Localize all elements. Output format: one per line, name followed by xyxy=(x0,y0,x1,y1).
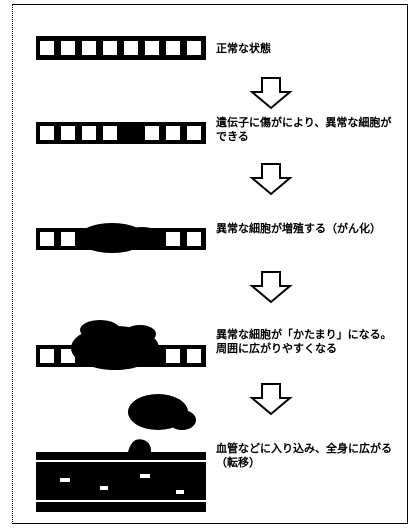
arrow-down-1 xyxy=(249,77,293,110)
stage-2-cells xyxy=(36,122,206,144)
stage-1-cells xyxy=(36,36,206,60)
stage-5-label: 血管などに入り込み、全身に広がる（転移） xyxy=(216,442,392,469)
cell-row-abnormal xyxy=(36,122,206,144)
arrow-down-2 xyxy=(249,163,293,196)
arrow-down-3 xyxy=(249,271,293,304)
stage-4-cells xyxy=(36,320,206,370)
stage-1-label: 正常な状態 xyxy=(216,42,271,55)
stage-3-label: 異常な細胞が増殖する（がん化） xyxy=(216,222,381,235)
arrow-down-4 xyxy=(249,383,293,416)
diagram-frame xyxy=(12,4,408,524)
stage-2-label: 遺伝子に傷がにより、異常な細胞ができる xyxy=(216,116,392,143)
circulating-cell xyxy=(60,478,70,482)
stage-4-label: 異常な細胞が「かたまり」になる。周囲に広がりやすくなる xyxy=(216,328,392,355)
stage-3-cells xyxy=(36,223,206,253)
stage-5-metastasis xyxy=(36,394,206,512)
